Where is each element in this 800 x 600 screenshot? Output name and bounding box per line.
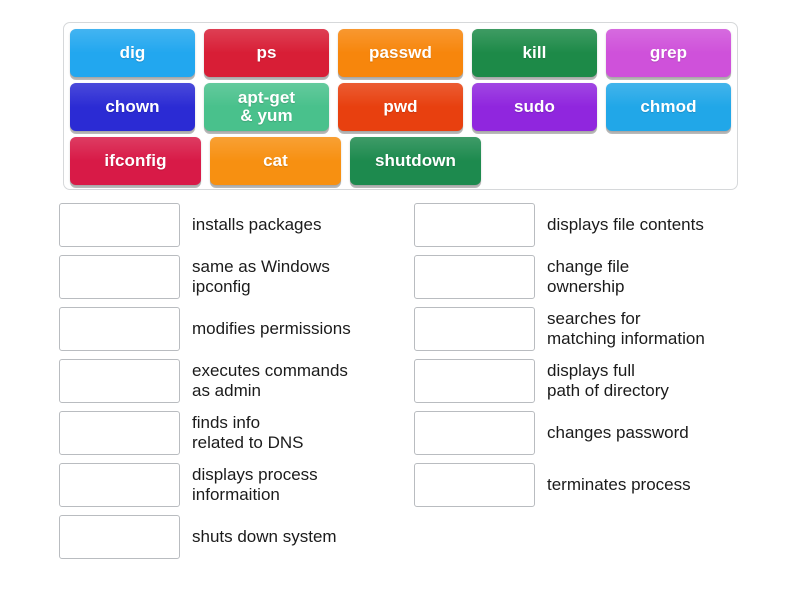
command-tile-label: ps xyxy=(256,42,277,62)
answer-drop-box[interactable] xyxy=(59,203,180,247)
command-tile-label: chmod xyxy=(640,96,697,116)
command-tile-label: passwd xyxy=(369,42,432,62)
answer-column-right: displays file contents change file owners… xyxy=(414,203,759,515)
answer-drop-box[interactable] xyxy=(59,307,180,351)
answer-drop-box[interactable] xyxy=(414,359,535,403)
command-tile-pwd[interactable]: pwd xyxy=(338,83,463,131)
tile-row: dig ps passwd kill grep xyxy=(70,29,731,77)
answer-row: modifies permissions xyxy=(59,307,404,351)
command-tile-chown[interactable]: chown xyxy=(70,83,195,131)
tile-row: chown apt-get & yum pwd sudo chmod xyxy=(70,83,731,131)
answer-drop-box[interactable] xyxy=(59,411,180,455)
answer-row: executes commands as admin xyxy=(59,359,404,403)
answer-row: terminates process xyxy=(414,463,759,507)
command-tile-cat[interactable]: cat xyxy=(210,137,341,185)
command-tile-shutdown[interactable]: shutdown xyxy=(350,137,481,185)
answer-definition-text: searches for matching information xyxy=(547,308,705,348)
command-tile-label: pwd xyxy=(383,96,418,116)
answer-definition-text: finds info related to DNS xyxy=(192,412,304,452)
command-tile-label: cat xyxy=(263,150,288,170)
answer-row: displays process informaition xyxy=(59,463,404,507)
answer-row: change file ownership xyxy=(414,255,759,299)
answer-drop-box[interactable] xyxy=(59,515,180,559)
answer-row: shuts down system xyxy=(59,515,404,559)
answer-definition-text: modifies permissions xyxy=(192,318,351,338)
answer-definition-text: installs packages xyxy=(192,214,322,234)
command-tile-label: dig xyxy=(119,42,146,62)
command-tile-label: ifconfig xyxy=(104,150,167,170)
answer-row: installs packages xyxy=(59,203,404,247)
command-tile-grep[interactable]: grep xyxy=(606,29,731,77)
answer-drop-box[interactable] xyxy=(414,307,535,351)
answer-drop-box[interactable] xyxy=(414,411,535,455)
answer-row: displays file contents xyxy=(414,203,759,247)
answer-definition-text: shuts down system xyxy=(192,526,337,546)
answer-column-left: installs packages same as Windows ipconfi… xyxy=(59,203,404,567)
answer-drop-box[interactable] xyxy=(59,255,180,299)
answer-definition-text: displays process informaition xyxy=(192,464,318,504)
answer-definition-text: changes password xyxy=(547,422,689,442)
answer-drop-box[interactable] xyxy=(414,463,535,507)
answer-row: changes password xyxy=(414,411,759,455)
command-tile-kill[interactable]: kill xyxy=(472,29,597,77)
answer-drop-box[interactable] xyxy=(59,463,180,507)
tile-bank: dig ps passwd kill grep chown apt-get & yum pwd… xyxy=(63,22,738,190)
answer-row: finds info related to DNS xyxy=(59,411,404,455)
tile-row: ifconfig cat shutdown xyxy=(70,137,731,185)
command-tile-ifconfig[interactable]: ifconfig xyxy=(70,137,201,185)
command-tile-label: apt-get & yum xyxy=(237,87,296,125)
answer-drop-box[interactable] xyxy=(59,359,180,403)
answer-row: displays full path of directory xyxy=(414,359,759,403)
answer-definition-text: terminates process xyxy=(547,474,691,494)
command-tile-label: shutdown xyxy=(374,150,457,170)
answer-definition-text: displays file contents xyxy=(547,214,704,234)
command-tile-label: chown xyxy=(105,96,160,116)
command-tile-chmod[interactable]: chmod xyxy=(606,83,731,131)
command-tile-apt-get-yum[interactable]: apt-get & yum xyxy=(204,83,329,131)
command-tile-ps[interactable]: ps xyxy=(204,29,329,77)
command-tile-label: grep xyxy=(649,42,688,62)
command-tile-passwd[interactable]: passwd xyxy=(338,29,463,77)
command-tile-dig[interactable]: dig xyxy=(70,29,195,77)
answer-row: searches for matching information xyxy=(414,307,759,351)
answer-definition-text: executes commands as admin xyxy=(192,360,348,400)
command-tile-label: kill xyxy=(522,42,547,62)
answer-definition-text: displays full path of directory xyxy=(547,360,669,400)
answer-row: same as Windows ipconfig xyxy=(59,255,404,299)
answer-drop-box[interactable] xyxy=(414,203,535,247)
command-tile-label: sudo xyxy=(513,96,555,116)
answer-definition-text: same as Windows ipconfig xyxy=(192,256,330,296)
answer-definition-text: change file ownership xyxy=(547,256,630,296)
answer-drop-box[interactable] xyxy=(414,255,535,299)
command-tile-sudo[interactable]: sudo xyxy=(472,83,597,131)
